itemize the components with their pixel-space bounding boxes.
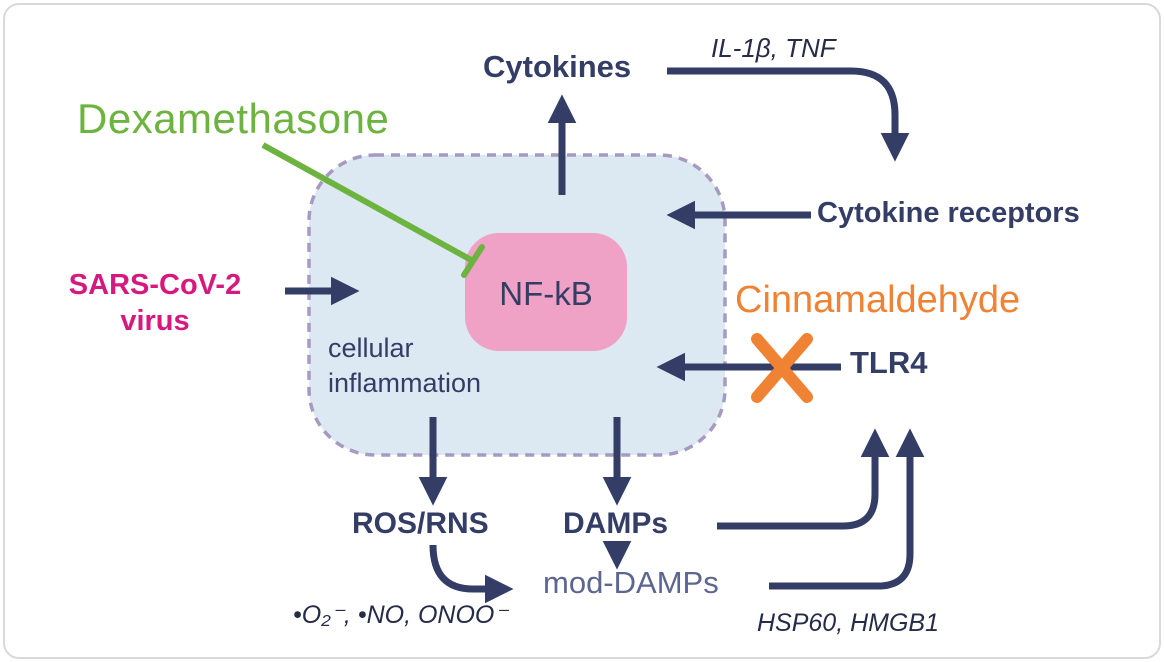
- moddamps-to-tlr4-arrow: [769, 428, 925, 590]
- cytokines-to-receptors-arrow: [667, 67, 910, 162]
- figure-card: Dexamethasone SARS-CoV-2 virus Cytokines…: [3, 3, 1161, 659]
- cytokines-label: Cytokines: [483, 49, 632, 84]
- il1b-tnf-label: IL-1β, TNF: [711, 33, 836, 63]
- tlr4-block-x-icon: [751, 333, 813, 403]
- damps-label: DAMPs: [563, 507, 669, 540]
- nfkb-shape: [465, 233, 627, 351]
- mod-damps-label: mod-DAMPs: [543, 565, 719, 600]
- cell-label-line1: cellular: [328, 333, 414, 363]
- cellular-inflammation-label: cellular inflammation: [328, 331, 481, 401]
- dexamethasone-inhibition-bar: [461, 244, 485, 278]
- cytokine-receptors-label: Cytokine receptors: [817, 197, 1080, 229]
- damps-to-tlr4-arrow: [717, 428, 890, 530]
- sars-line1: SARS-CoV-2: [68, 269, 242, 301]
- sars-line2: virus: [120, 305, 190, 338]
- dexamethasone-inhibition-line: [261, 142, 475, 264]
- cell-label-line2: inflammation: [328, 368, 482, 399]
- hsp60-hmgb1-label: HSP60, HMGB1: [757, 609, 940, 637]
- dexamethasone-label: Dexamethasone: [77, 95, 390, 142]
- rosrns-to-moddamps-arrow: [429, 544, 514, 604]
- sars-cov-2-label: SARS-CoV-2 virus: [41, 267, 269, 340]
- ros-rns-label: ROS/RNS: [352, 507, 489, 540]
- nfkb-label: NF-kB: [499, 275, 593, 312]
- tlr4-label: TLR4: [850, 345, 928, 380]
- radical-species-label: •O₂⁻, •NO, ONOO⁻: [293, 601, 508, 629]
- pathway-diagram-canvas: [261, 67, 925, 604]
- cinnamaldehyde-label: Cinnamaldehyde: [735, 279, 1021, 321]
